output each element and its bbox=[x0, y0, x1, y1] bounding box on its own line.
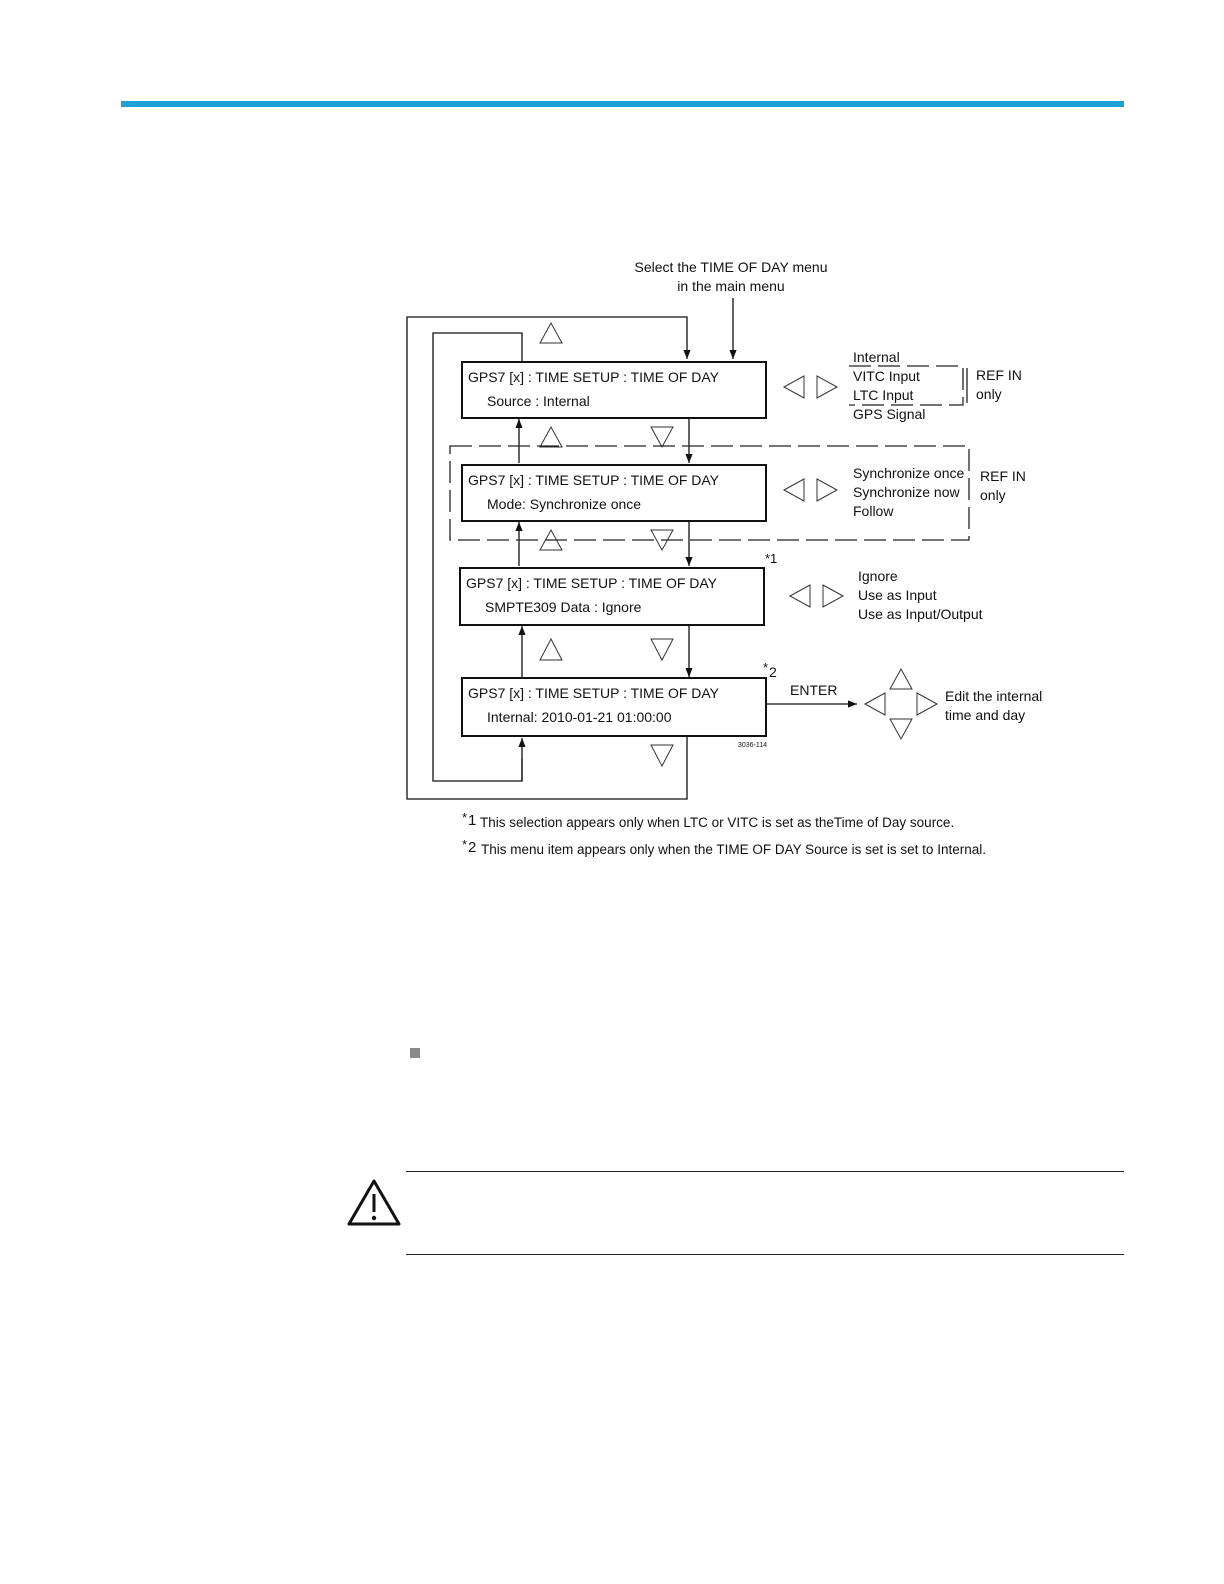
down-key-icon bbox=[650, 638, 674, 662]
up-key-icon bbox=[889, 667, 913, 690]
left-key-icon bbox=[782, 478, 805, 502]
header-rule bbox=[121, 101, 1124, 107]
footnote-marker-2-num: 2 bbox=[769, 664, 777, 680]
warning-rule-bottom bbox=[406, 1254, 1124, 1255]
warning-triangle-icon bbox=[347, 1179, 401, 1226]
up-key-icon bbox=[539, 321, 563, 344]
source-option: VITC Input bbox=[853, 368, 920, 384]
source-option: LTC Input bbox=[853, 387, 914, 403]
enter-label: ENTER bbox=[790, 682, 837, 698]
menu-screen-internal bbox=[461, 677, 767, 737]
smpte-option: Use as Input bbox=[858, 587, 937, 603]
menu-title: GPS7 [x] : TIME SETUP : TIME OF DAY bbox=[468, 369, 720, 385]
left-key-icon bbox=[782, 375, 805, 399]
ref-in-dashed-bracket-1 bbox=[849, 365, 964, 406]
up-key-icon bbox=[539, 425, 563, 448]
bullet-marker bbox=[410, 1048, 420, 1058]
footnote-1-star: * bbox=[462, 810, 467, 825]
outer-loop-line bbox=[406, 316, 691, 800]
menu-screen-mode bbox=[461, 464, 767, 522]
entry-label-line2: in the main menu bbox=[677, 278, 784, 294]
menu-title: GPS7 [x] : TIME SETUP : TIME OF DAY bbox=[468, 472, 720, 488]
mode-option: Follow bbox=[853, 503, 894, 519]
ref-in-label: REF IN bbox=[980, 468, 1026, 484]
right-key-icon bbox=[816, 478, 839, 502]
entry-label-line1: Select the TIME OF DAY menu bbox=[635, 259, 828, 275]
footnote-2-text: This menu item appears only when the TIM… bbox=[481, 842, 986, 857]
menu-value-source: Source : Internal bbox=[487, 393, 590, 409]
left-key-icon bbox=[788, 584, 811, 608]
smpte-option: Ignore bbox=[858, 568, 898, 584]
footnote-marker-1: *1 bbox=[765, 551, 777, 566]
menu-title: GPS7 [x] : TIME SETUP : TIME OF DAY bbox=[468, 685, 720, 701]
left-key-icon bbox=[863, 692, 886, 716]
menu-title: GPS7 [x] : TIME SETUP : TIME OF DAY bbox=[466, 575, 718, 591]
ref-in-only-label: only bbox=[976, 386, 1002, 402]
ref-in-dashed-box-2 bbox=[449, 445, 970, 541]
menu-value-internal: Internal: 2010-01-21 01:00:00 bbox=[487, 709, 672, 725]
menu-screen-smpte309 bbox=[459, 567, 765, 626]
mode-option: Synchronize now bbox=[853, 484, 961, 500]
down-key-icon bbox=[889, 718, 913, 741]
footnote-2-star: * bbox=[462, 837, 467, 852]
footnote-1-text: This selection appears only when LTC or … bbox=[480, 815, 954, 830]
right-key-icon bbox=[822, 584, 845, 608]
edit-label-line1: Edit the internal bbox=[945, 688, 1042, 704]
figure-id: 3036-114 bbox=[738, 742, 767, 749]
warning-rule-top bbox=[406, 1171, 1124, 1172]
footnote-2-num: 2 bbox=[468, 839, 476, 856]
edit-label-line2: time and day bbox=[945, 707, 1025, 723]
smpte-option: Use as Input/Output bbox=[858, 606, 983, 622]
footnote-marker-2-star: * bbox=[763, 660, 768, 675]
ref-in-only-label: only bbox=[980, 487, 1006, 503]
menu-value-mode: Mode: Synchronize once bbox=[487, 496, 641, 512]
menu-screen-source bbox=[461, 361, 767, 419]
down-key-icon bbox=[650, 744, 674, 768]
menu-value-smpte309: SMPTE309 Data : Ignore bbox=[485, 599, 642, 615]
right-key-icon bbox=[916, 692, 939, 716]
footnote-1-num: 1 bbox=[468, 812, 476, 829]
down-key-icon bbox=[650, 426, 674, 449]
up-key-icon bbox=[539, 637, 563, 661]
ref-in-label: REF IN bbox=[976, 367, 1022, 383]
mode-option: Synchronize once bbox=[853, 465, 965, 481]
source-option: GPS Signal bbox=[853, 406, 925, 422]
right-key-icon bbox=[816, 375, 839, 399]
source-option: Internal bbox=[853, 349, 900, 365]
